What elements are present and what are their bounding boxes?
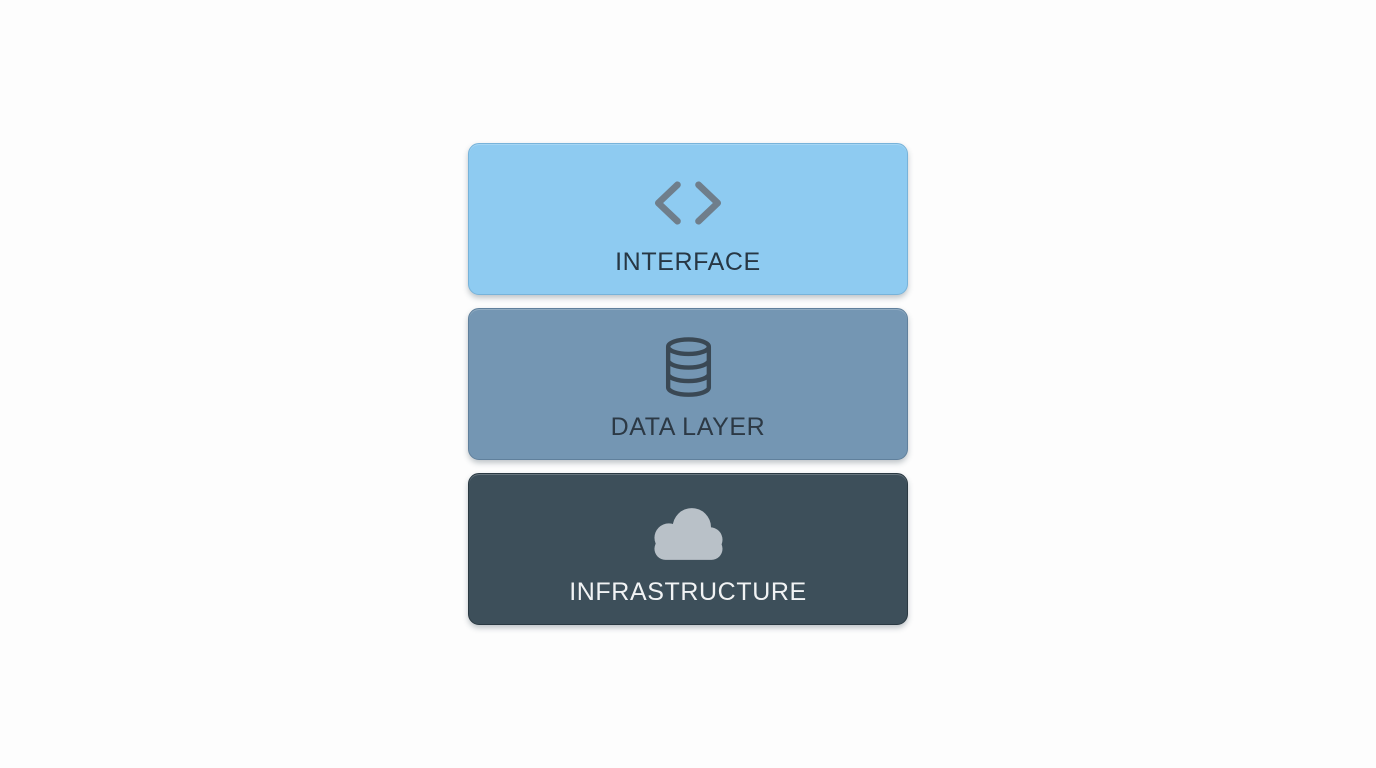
layer-label-interface: INTERFACE <box>615 247 761 276</box>
cloud-icon <box>642 502 734 564</box>
code-icon <box>651 172 725 234</box>
layer-card-interface: INTERFACE <box>468 143 908 295</box>
layer-card-data-layer: DATA LAYER <box>468 308 908 460</box>
layer-card-infrastructure: INFRASTRUCTURE <box>468 473 908 625</box>
layer-label-infrastructure: INFRASTRUCTURE <box>569 577 807 606</box>
architecture-stack: INTERFACE DATA LAYER INFRASTRUCTURE <box>468 143 908 625</box>
database-icon <box>662 336 715 399</box>
layer-label-data-layer: DATA LAYER <box>610 412 766 441</box>
